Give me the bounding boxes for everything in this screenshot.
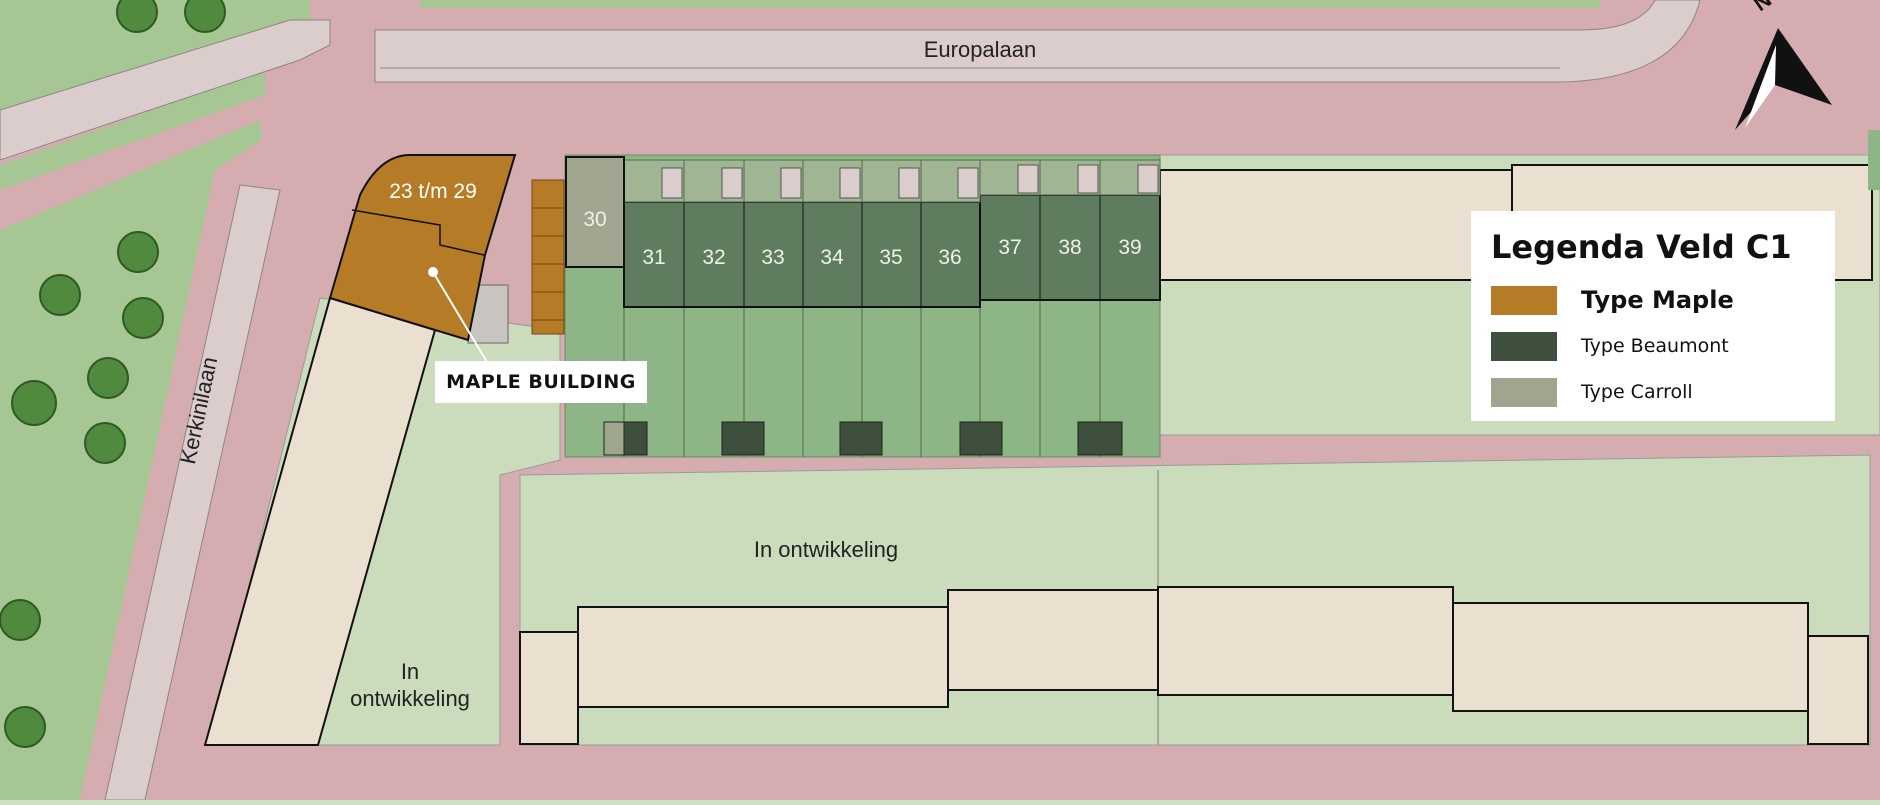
building-lower-3 bbox=[947, 589, 1159, 691]
legend-item-beaumont: Type Beaumont bbox=[1491, 323, 1813, 369]
building-lower-6 bbox=[1807, 635, 1869, 745]
lot-label-30: 30 bbox=[583, 208, 606, 231]
lot-label-35: 35 bbox=[879, 246, 902, 269]
building-lower-4 bbox=[1157, 586, 1454, 696]
legend-title: Legenda Veld C1 bbox=[1491, 228, 1792, 266]
maple-building bbox=[328, 154, 517, 342]
sidewalk-europalaan bbox=[374, 0, 1701, 83]
lot-label-38: 38 bbox=[1058, 236, 1081, 259]
legend-label-carroll: Type Carroll bbox=[1581, 381, 1693, 403]
carroll-lot-30 bbox=[565, 156, 625, 268]
bin-icons bbox=[661, 164, 1159, 199]
lot-label-37: 37 bbox=[998, 236, 1021, 259]
maple-building-callout: MAPLE BUILDING bbox=[435, 361, 647, 403]
building-right-1 bbox=[1159, 169, 1513, 281]
area-label-left-1: In bbox=[401, 659, 419, 684]
park-top bbox=[420, 0, 1600, 8]
area-label-left-2: ontwikkeling bbox=[350, 686, 470, 711]
beaumont-block-b bbox=[979, 194, 1161, 301]
legend-item-carroll: Type Carroll bbox=[1491, 369, 1813, 415]
lot-numbers: 23 t/m 29 30 31 32 33 34 35 36 37 38 39 bbox=[389, 180, 1141, 269]
legend-label-maple: Type Maple bbox=[1581, 286, 1734, 314]
lot-label-33: 33 bbox=[761, 246, 784, 269]
building-lower-5 bbox=[1452, 602, 1809, 712]
compass-icon bbox=[1735, 28, 1832, 130]
sidewalk-top-left bbox=[0, 19, 331, 161]
lot-label-31: 31 bbox=[642, 246, 665, 269]
lot-label-maple: 23 t/m 29 bbox=[389, 180, 477, 203]
lot-label-34: 34 bbox=[820, 246, 844, 269]
building-lower-2 bbox=[577, 606, 949, 708]
garden-shed-carroll bbox=[603, 421, 625, 456]
tree-icons bbox=[0, 0, 226, 748]
lot-label-39: 39 bbox=[1118, 236, 1141, 259]
street-label-europalaan: Europalaan bbox=[924, 37, 1037, 62]
legend-label-beaumont: Type Beaumont bbox=[1581, 335, 1729, 357]
legend-item-maple: Type Maple bbox=[1491, 277, 1813, 323]
beaumont-dividers bbox=[683, 195, 1101, 307]
legend-swatch-beaumont bbox=[1491, 331, 1557, 361]
lot-label-32: 32 bbox=[702, 246, 725, 269]
building-lower-1 bbox=[519, 631, 579, 745]
legend-swatch-carroll bbox=[1491, 377, 1557, 407]
maple-pin-line bbox=[432, 271, 488, 363]
maple-building-inner-line bbox=[351, 209, 485, 256]
park-strip bbox=[0, 70, 265, 190]
legend: Legenda Veld C1 Type Maple Type Beaumont… bbox=[1471, 211, 1835, 421]
green-edge bbox=[1868, 130, 1880, 190]
legend-swatch-maple bbox=[1491, 285, 1557, 315]
lot-label-36: 36 bbox=[938, 246, 961, 269]
parking-maple bbox=[531, 179, 565, 335]
beaumont-block-a bbox=[623, 201, 981, 308]
area-label-center: In ontwikkeling bbox=[754, 537, 898, 562]
garden-sheds bbox=[621, 421, 1123, 456]
